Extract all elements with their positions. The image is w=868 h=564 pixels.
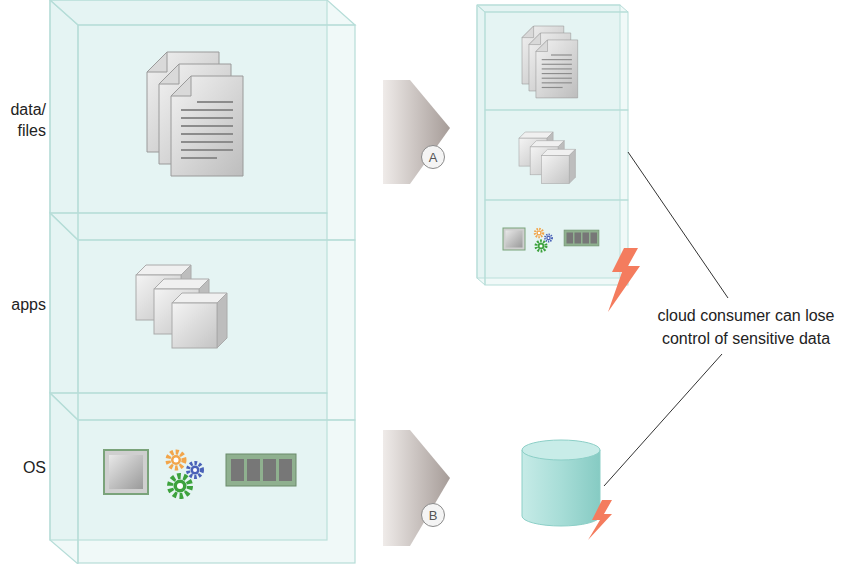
callout-note: cloud consumer can lose control of sensi… <box>640 304 852 350</box>
layer-box: OS <box>78 420 355 563</box>
leader-line <box>628 152 728 298</box>
layer-box: data/ files <box>78 25 355 240</box>
block-arrow <box>383 80 450 184</box>
layer-stack <box>50 0 355 564</box>
files-icon <box>147 52 243 176</box>
os-icon <box>503 228 599 251</box>
leader-line <box>604 354 722 486</box>
callout-circle: B <box>421 503 445 527</box>
small-layer-stack <box>477 5 628 285</box>
lightning-bolt <box>588 500 612 540</box>
layer-box: apps <box>78 240 355 420</box>
block-arrow <box>383 430 450 546</box>
layer-label: OS <box>2 457 46 478</box>
storage-cylinder <box>522 440 600 526</box>
files-icon <box>522 26 578 98</box>
apps-icon <box>136 265 227 348</box>
layer-label: data/ files <box>2 99 46 141</box>
callout-letter: B <box>429 509 438 522</box>
layer-label: apps <box>2 294 46 315</box>
callout-circle: A <box>421 145 445 169</box>
apps-icon <box>519 132 575 183</box>
os-icon <box>104 450 296 496</box>
callout-letter: A <box>429 151 438 164</box>
lightning-bolt <box>608 248 640 312</box>
